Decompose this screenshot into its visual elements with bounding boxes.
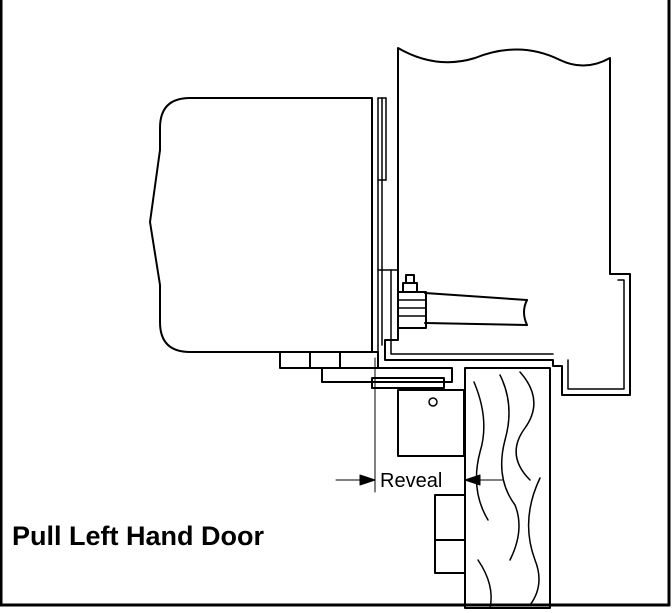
closer-arm bbox=[424, 292, 528, 326]
reveal-dimension bbox=[335, 357, 504, 493]
closer-body bbox=[149, 97, 373, 353]
hinge-leaf bbox=[434, 494, 466, 574]
diagram-title: Pull Left Hand Door bbox=[12, 521, 264, 551]
closer-mount-plate bbox=[371, 97, 399, 353]
mounting-plates bbox=[279, 351, 453, 389]
door-section bbox=[384, 47, 631, 396]
arm-bracket bbox=[397, 274, 427, 329]
reveal-label: Reveal bbox=[380, 470, 442, 492]
strike-plate bbox=[397, 389, 465, 457]
door-inner-edge bbox=[390, 269, 554, 355]
door-jamb bbox=[464, 367, 551, 609]
door-skin-inner bbox=[567, 279, 625, 390]
